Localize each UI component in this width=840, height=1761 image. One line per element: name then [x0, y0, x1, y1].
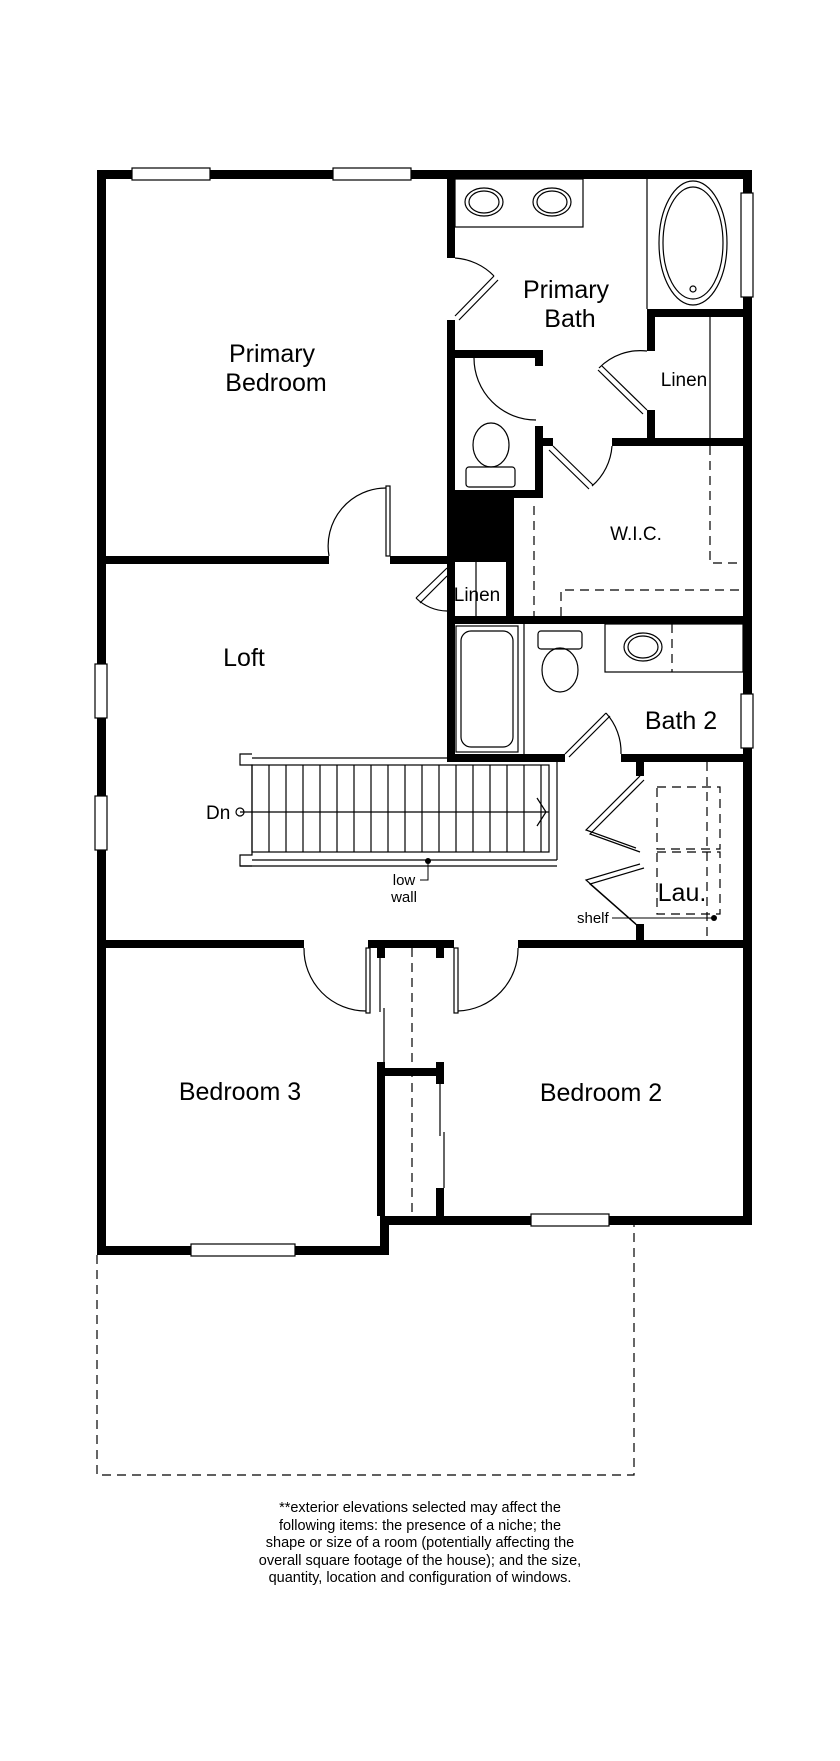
wic-label: W.I.C. [610, 524, 662, 545]
laundry-label: Lau. [658, 879, 707, 907]
primary-bath-label-1: Primary [523, 276, 610, 304]
leader-lines [420, 861, 714, 919]
note-line: overall square footage of the house); an… [258, 1552, 582, 1569]
annotation-labels: Dn low wall shelf [206, 803, 610, 927]
stair-treads [268, 765, 542, 852]
linen-hall-label: Linen [454, 585, 501, 606]
primary-bedroom-label-1: Primary [229, 340, 316, 368]
staircase [235, 753, 558, 867]
stairs-down-label: Dn [206, 803, 230, 824]
bath-2-label: Bath 2 [645, 707, 717, 735]
note-line: **exterior elevations selected may affec… [279, 1500, 561, 1516]
interior-walls [97, 170, 752, 1216]
leader-dots [425, 858, 717, 921]
bedroom-3-label: Bedroom 3 [179, 1078, 301, 1106]
windows [94, 167, 754, 1257]
bedroom-2-label: Bedroom 2 [540, 1079, 662, 1107]
fixtures [454, 178, 744, 754]
dashed-lines [96, 446, 743, 1476]
note-line: shape or size of a room (potentially aff… [265, 1535, 575, 1551]
shelf-label: shelf [577, 910, 610, 927]
low-wall-label-2: wall [390, 889, 417, 906]
note-line: quantity, location and configuration of … [268, 1570, 572, 1586]
note-line: following items: the presence of a niche… [278, 1517, 562, 1534]
disclaimer-note: **exterior elevations selected may affec… [200, 1500, 640, 1588]
loft-label: Loft [223, 644, 265, 672]
room-labels: Primary Bedroom Primary Bath Linen W.I.C… [179, 276, 717, 1107]
primary-bath-label-2: Bath [544, 305, 595, 333]
primary-bedroom-label-2: Bedroom [225, 369, 326, 397]
linen-primary-label: Linen [661, 370, 708, 391]
doors [303, 257, 648, 1188]
low-wall-label-1: low [393, 872, 416, 889]
